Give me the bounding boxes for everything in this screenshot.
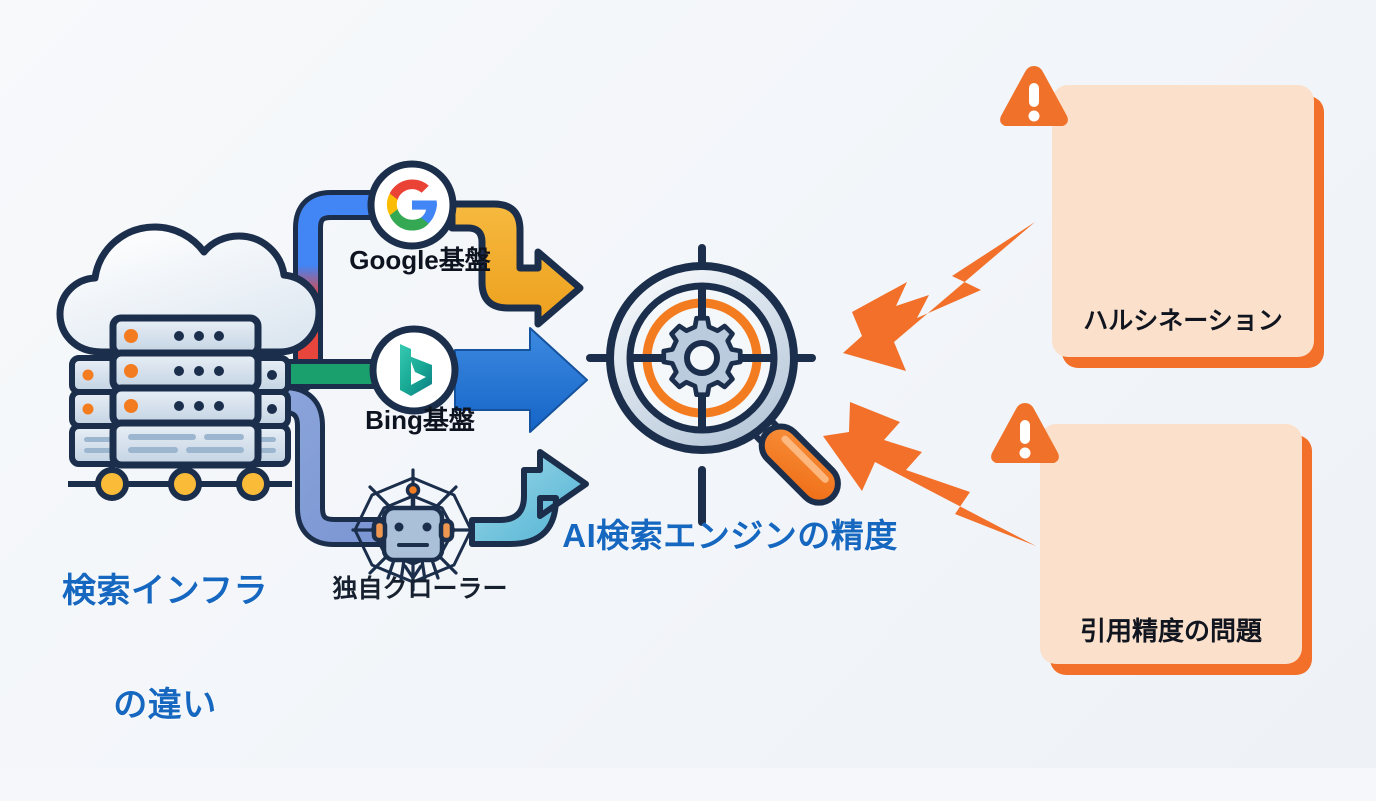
warning-triangle-icon-hallucination	[1000, 66, 1068, 126]
spider-web-robot-icon	[351, 468, 475, 592]
issue-card-citation[interactable]: 引用精度の問題	[1040, 424, 1302, 664]
source-label-line1: 検索インフラ	[62, 572, 268, 611]
center-label: AI検索エンジンの精度	[562, 517, 898, 554]
issue-card-hallucination[interactable]: ハルシネーション	[1052, 85, 1314, 357]
branch-label-bing: Bing基盤	[365, 405, 475, 435]
issue-card-citation-title: 引用精度の問題	[1079, 616, 1262, 646]
issue-card-hallucination-title: ハルシネーション	[1083, 307, 1283, 335]
source-label-line2: の違い	[113, 686, 217, 725]
source-label: 検索インフラ の違い	[40, 496, 290, 801]
lightning-arrow-upleft-icon	[823, 402, 1036, 546]
arrow-crawler-to-center	[469, 449, 589, 547]
warning-triangle-icon-citation	[991, 403, 1059, 463]
arrow-bing-to-center	[454, 327, 588, 433]
cloud-server-stack-icon	[56, 223, 323, 501]
branch-label-crawler: 独自クローラー	[332, 575, 508, 603]
bing-logo-icon	[369, 325, 459, 415]
lightning-arrow-left-icon	[843, 222, 1035, 371]
arrow-google-to-center	[448, 200, 584, 328]
branch-label-google: Google基盤	[349, 245, 491, 275]
target-crosshair-magnifier-icon	[586, 244, 841, 526]
google-logo-icon	[367, 160, 457, 250]
connector-pipe-crawler	[237, 385, 407, 547]
diagram-canvas: ハルシネーション 引用精度の問題 検索インフラ の違い Google基盤 Bin…	[0, 0, 1376, 768]
